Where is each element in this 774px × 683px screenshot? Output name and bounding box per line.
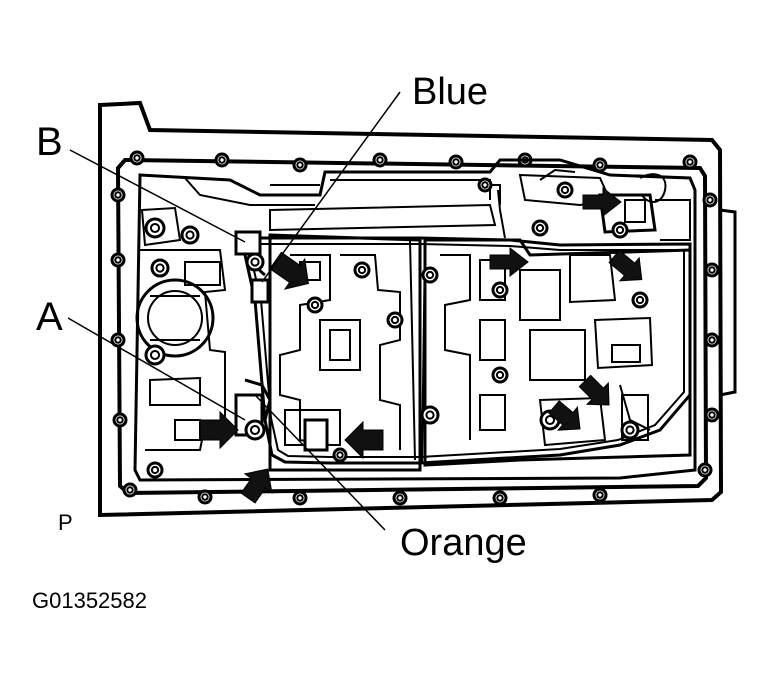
arrow-icon — [548, 400, 581, 431]
bolt-hole-center — [357, 265, 367, 275]
bolt-hole-center — [149, 222, 161, 234]
arrow-icon — [578, 374, 610, 406]
bolt-hole-center — [481, 181, 489, 189]
bolt-hole-center — [706, 196, 714, 204]
bolt-hole-center — [708, 411, 716, 419]
transmission-case — [98, 100, 737, 518]
label-a: A — [36, 295, 63, 339]
bolt-hole-center — [390, 315, 400, 325]
bolt-hole-center — [495, 285, 505, 295]
bolt-hole-center — [114, 256, 122, 264]
bolt-hole-center — [425, 410, 435, 420]
bolt-hole-center — [310, 300, 320, 310]
connector-b — [234, 230, 270, 304]
bolt-hole-center — [116, 416, 124, 424]
arrow-icon — [269, 251, 309, 290]
bolt-hole-center — [149, 349, 161, 361]
bolt-hole-center — [114, 336, 122, 344]
bolt-hole-center — [376, 156, 384, 164]
bolt-hole-center — [596, 491, 604, 499]
arrow-icon — [489, 246, 529, 278]
bolt-hole-center — [615, 225, 625, 235]
bolt-hole-center — [701, 466, 709, 474]
arrow-icon — [582, 186, 622, 218]
arrow-icon — [608, 249, 643, 282]
bolt-hole-center — [150, 465, 160, 475]
bolt-hole-center — [535, 223, 545, 233]
leader-lines — [67, 91, 401, 531]
bolt-hole-center — [625, 425, 635, 435]
bolt-hole-center — [133, 154, 141, 162]
bolt-hole-center — [218, 156, 226, 164]
bolt-hole-center — [396, 494, 404, 502]
bolt-hole-center — [250, 257, 260, 267]
bolt-hole-center — [596, 161, 604, 169]
arrow-icon — [344, 420, 384, 460]
bolt-hole-center — [185, 230, 195, 240]
label-blue: Blue — [412, 71, 488, 113]
bolt-hole-center — [336, 451, 344, 459]
bolt-hole-center — [296, 161, 304, 169]
bolt-hole-center — [114, 191, 122, 199]
bolt-hole-center — [560, 185, 570, 195]
bolt-hole-center — [708, 266, 716, 274]
bolt-hole-center — [496, 494, 504, 502]
bolt-hole-center — [201, 493, 209, 501]
label-p: P — [58, 510, 73, 535]
bolt-hole-center — [635, 295, 645, 305]
label-orange: Orange — [400, 522, 527, 564]
bolt-hole-center — [686, 158, 694, 166]
inner-bolts — [144, 177, 649, 479]
arrow-icon — [199, 410, 239, 450]
bolt-hole-center — [544, 414, 556, 426]
bolt-hole-center — [249, 424, 261, 436]
bolt-hole-center — [155, 263, 165, 273]
figure-id: G01352582 — [32, 588, 147, 613]
label-b: B — [36, 120, 63, 164]
arrow-icon — [240, 468, 273, 504]
bolt-hole-center — [425, 270, 435, 280]
bolt-hole-center — [495, 370, 505, 380]
bolt-hole-center — [126, 486, 134, 494]
bolt-hole-center — [452, 158, 460, 166]
bolt-arrows — [199, 186, 643, 504]
bolt-hole-center — [296, 494, 304, 502]
bolt-hole-center — [708, 336, 716, 344]
